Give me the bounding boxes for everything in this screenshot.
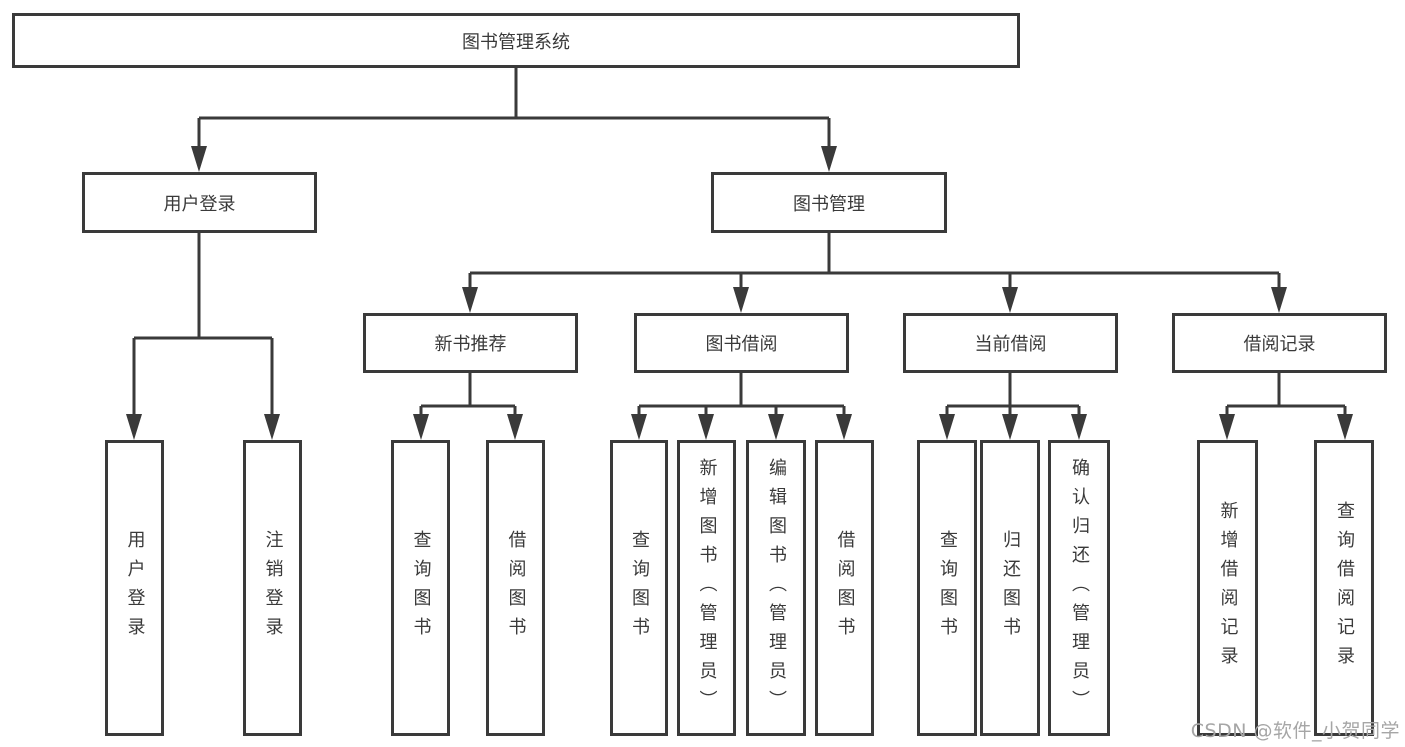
leaf-confirm-return-admin: 确认归还（管理员） (1048, 440, 1110, 736)
node-borrowing-records: 借阅记录 (1172, 313, 1387, 373)
node-root-library-system: 图书管理系统 (12, 13, 1020, 68)
leaf-label: 新增借阅记录 (1217, 501, 1239, 675)
node-label: 用户登录 (163, 193, 236, 215)
node-current-borrowing: 当前借阅 (903, 313, 1118, 373)
node-label: 图书借阅 (705, 334, 778, 355)
node-label: 图书管理 (793, 193, 865, 215)
leaf-add-borrow-record: 新增借阅记录 (1197, 440, 1258, 736)
leaf-query-books-recommend: 查询图书 (391, 440, 450, 736)
leaf-label: 借阅图书 (834, 530, 856, 646)
node-label: 图书管理系统 (462, 31, 570, 53)
leaf-edit-books-admin: 编辑图书（管理员） (746, 440, 806, 736)
leaf-label: 用户登录 (124, 530, 146, 646)
node-book-borrowing: 图书借阅 (634, 313, 849, 373)
node-label: 借阅记录 (1243, 334, 1316, 355)
leaf-label: 确认归还（管理员） (1069, 457, 1090, 719)
leaf-label: 新增图书（管理员） (696, 457, 718, 719)
leaf-label: 归还图书 (1000, 530, 1021, 646)
leaf-label: 查询借阅记录 (1334, 501, 1355, 675)
leaf-label: 查询图书 (629, 530, 650, 646)
leaf-add-books-admin: 新增图书（管理员） (677, 440, 736, 736)
leaf-user-login: 用户登录 (105, 440, 164, 736)
leaf-query-books-borrowing: 查询图书 (610, 440, 668, 736)
leaf-borrow-books: 借阅图书 (815, 440, 874, 736)
leaf-return-books: 归还图书 (980, 440, 1040, 736)
leaf-logout: 注销登录 (243, 440, 302, 736)
leaf-label: 编辑图书（管理员） (766, 457, 787, 719)
node-user-login: 用户登录 (82, 172, 317, 233)
node-label: 新书推荐 (434, 334, 507, 355)
arrowheads (126, 146, 1353, 440)
csdn-watermark: CSDN @软件_小贺同学 (1190, 720, 1400, 742)
leaf-label: 借阅图书 (505, 530, 527, 646)
leaf-query-books-current: 查询图书 (917, 440, 977, 736)
leaf-label: 查询图书 (937, 530, 958, 646)
leaf-label: 查询图书 (410, 530, 432, 646)
node-book-management: 图书管理 (711, 172, 947, 233)
node-label: 当前借阅 (974, 334, 1047, 355)
leaf-query-borrow-record: 查询借阅记录 (1314, 440, 1374, 736)
leaf-borrow-books-recommend: 借阅图书 (486, 440, 545, 736)
node-new-book-recommend: 新书推荐 (363, 313, 578, 373)
leaf-label: 注销登录 (262, 530, 284, 646)
